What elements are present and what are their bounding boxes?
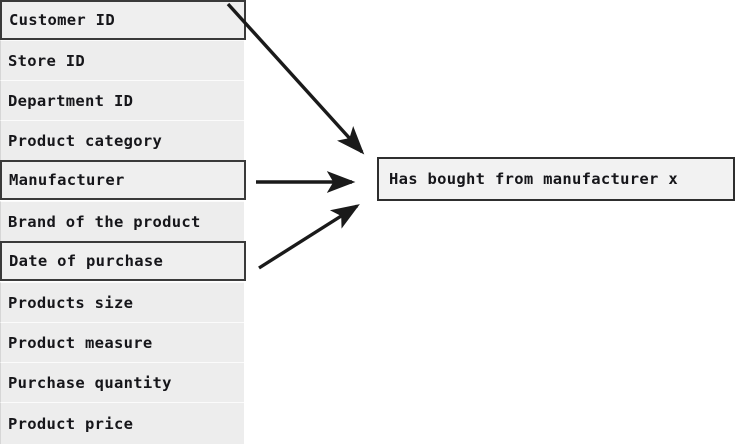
attribute-label: Customer ID [9, 11, 115, 29]
attribute-label: Purchase quantity [8, 373, 172, 392]
outcome-box[interactable]: Has bought from manufacturer x [377, 157, 735, 201]
attribute-list: Customer ID Store ID Department ID Produ… [0, 0, 246, 444]
attribute-row-department-id[interactable]: Department ID [0, 80, 244, 120]
attribute-row-brand-of-the-product[interactable]: Brand of the product [0, 201, 244, 241]
attribute-label: Manufacturer [9, 171, 125, 189]
arrow-date-of-purchase-to-outcome [258, 204, 360, 270]
attribute-label: Product price [8, 414, 134, 433]
attribute-row-products-size[interactable]: Products size [0, 282, 244, 322]
attribute-label: Department ID [8, 91, 134, 110]
outcome-label: Has bought from manufacturer x [389, 170, 678, 188]
attribute-row-product-category[interactable]: Product category [0, 120, 244, 160]
attribute-label: Brand of the product [8, 212, 201, 231]
arrow-customer-id-to-outcome [226, 2, 365, 155]
attribute-row-store-id[interactable]: Store ID [0, 40, 244, 80]
attribute-label: Product measure [8, 333, 153, 352]
attribute-row-date-of-purchase[interactable]: Date of purchase [0, 241, 246, 281]
attribute-label: Products size [8, 293, 134, 312]
attribute-label: Store ID [8, 51, 86, 70]
attribute-row-customer-id[interactable]: Customer ID [0, 0, 246, 40]
attribute-row-manufacturer[interactable]: Manufacturer [0, 160, 246, 200]
attribute-label: Product category [8, 131, 163, 150]
attribute-row-purchase-quantity[interactable]: Purchase quantity [0, 362, 244, 402]
attribute-row-product-measure[interactable]: Product measure [0, 322, 244, 362]
attribute-label: Date of purchase [9, 252, 164, 270]
attribute-row-product-price[interactable]: Product price [0, 402, 244, 444]
